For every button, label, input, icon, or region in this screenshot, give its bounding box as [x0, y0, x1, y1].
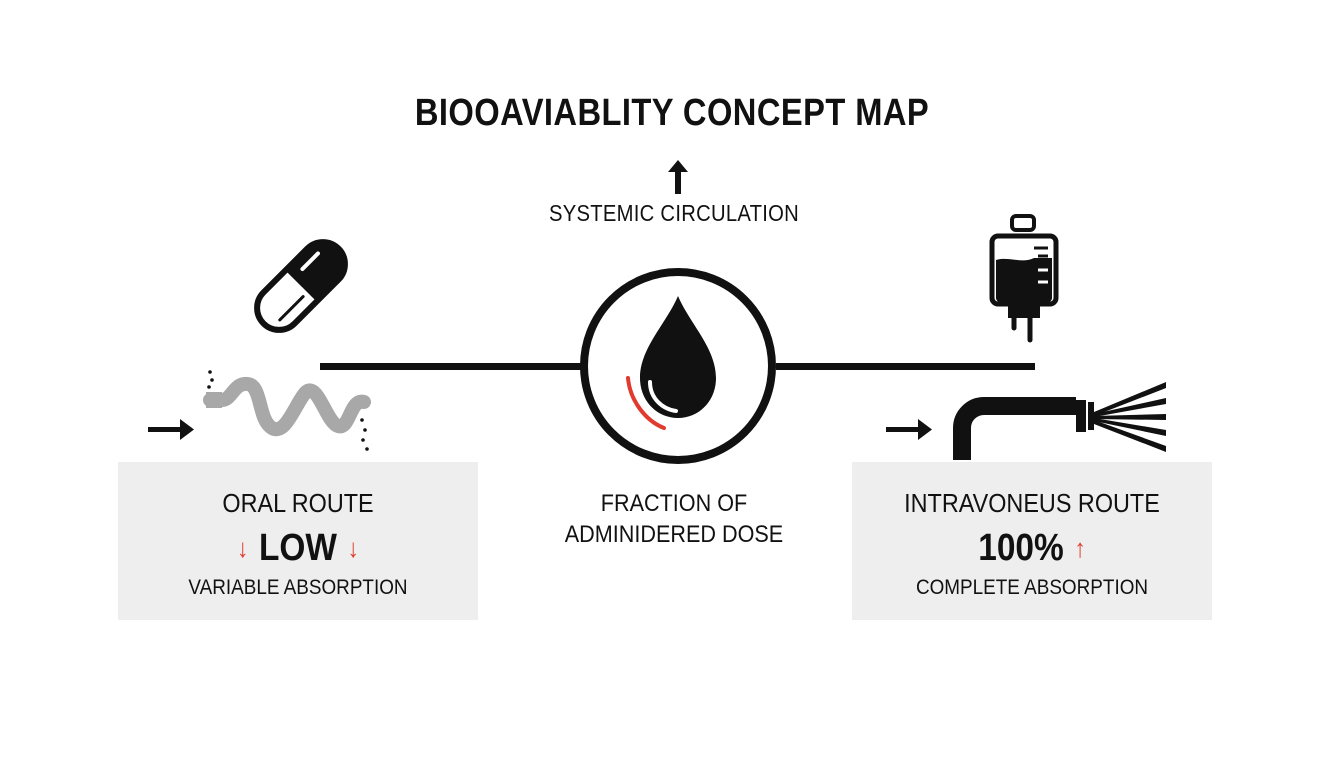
- capsule-icon: [254, 239, 348, 333]
- page-title: BIOOAVIABLITY CONCEPT MAP: [414, 92, 930, 134]
- systemic-circulation-label: SYSTEMIC CIRCULATION: [548, 200, 800, 226]
- blood-drop-icon: [580, 268, 776, 464]
- iv-bag-icon: [989, 214, 1059, 343]
- iv-route-box: INTRAVONEUS ROUTE 100% ↑ COMPLETE ABSORP…: [852, 462, 1212, 620]
- up-arrow-icon: ↑: [1074, 533, 1086, 563]
- fraction-of-dose-label: FRACTION OF ADMINIDERED DOSE: [539, 488, 809, 550]
- right-arrow-icon: [148, 419, 194, 440]
- iv-route-subtitle: COMPLETE ABSORPTION: [915, 576, 1149, 599]
- right-arrow-icon: [886, 419, 932, 440]
- intestine-icon: [203, 370, 371, 451]
- connector-line-right: [776, 363, 1035, 370]
- iv-route-value: 100% ↑: [874, 527, 1191, 570]
- oral-route-subtitle: VARIABLE ABSORPTION: [188, 576, 408, 599]
- iv-value-text: 100%: [978, 527, 1064, 569]
- oral-route-box: ORAL ROUTE ↓ LOW ↓ VARIABLE ABSORPTION: [118, 462, 478, 620]
- fraction-label-line2: ADMINIDERED DOSE: [564, 521, 784, 548]
- pipe-spray-icon: [953, 382, 1166, 460]
- up-arrow-icon: [668, 160, 688, 194]
- iv-route-title: INTRAVONEUS ROUTE: [904, 488, 1160, 518]
- down-arrow-icon: ↓: [236, 533, 249, 563]
- connector-line-left: [320, 363, 582, 370]
- oral-route-title: ORAL ROUTE: [222, 488, 374, 518]
- oral-value-text: LOW: [258, 527, 337, 569]
- oral-route-value: ↓ LOW ↓: [140, 527, 457, 570]
- fraction-label-line1: FRACTION OF: [600, 490, 748, 517]
- down-arrow-icon: ↓: [347, 533, 359, 563]
